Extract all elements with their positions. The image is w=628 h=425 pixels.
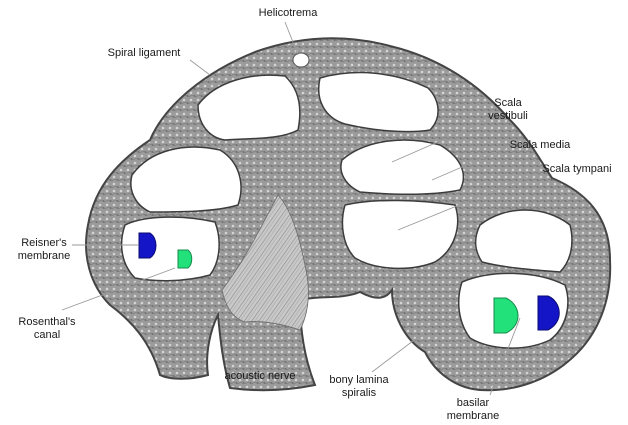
blue-marker-left	[139, 233, 156, 258]
helicotrema-opening	[293, 53, 309, 67]
label-spiral-ligament: Spiral ligament	[96, 47, 192, 60]
scala-vestibuli-lumen	[341, 140, 463, 194]
basal-right-scala-vestibuli-lumen	[476, 210, 572, 272]
leader-spiral-ligament	[190, 60, 210, 75]
label-bony-lamina-spiralis: bony lamina spiralis	[318, 374, 400, 400]
label-acoustic-nerve: acoustic nerve	[212, 370, 308, 383]
label-reisners-membrane: Reisner's membrane	[10, 237, 78, 263]
label-rosenthals-canal: Rosenthal's canal	[10, 316, 84, 342]
label-scala-tympani: Scala tympani	[532, 163, 622, 176]
green-marker-left	[178, 250, 192, 268]
basal-left-scala-lumen	[122, 217, 220, 281]
scala-tympani-lumen-mid	[342, 200, 457, 268]
label-scala-vestibuli: Scala vestibuli	[478, 97, 538, 123]
label-basilar-membrane: basilar membrane	[436, 397, 510, 423]
label-scala-media: Scala media	[500, 139, 580, 152]
label-helicotrema: Helicotrema	[245, 7, 331, 20]
